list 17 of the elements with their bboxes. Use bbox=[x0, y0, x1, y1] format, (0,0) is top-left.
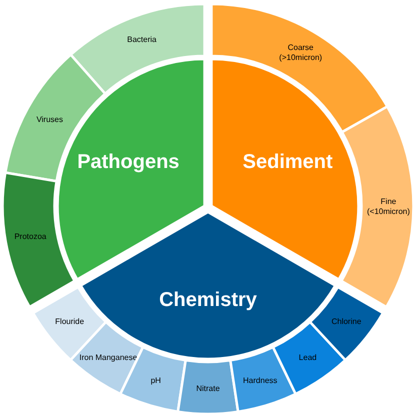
sector-label: Lead bbox=[298, 353, 317, 364]
sector-label: Chlorine bbox=[331, 317, 362, 328]
sector-label: Bacteria bbox=[127, 35, 156, 46]
sector-label: Flouride bbox=[55, 317, 84, 328]
pie-sector bbox=[2, 171, 76, 308]
sector-label: Pathogens bbox=[77, 150, 180, 174]
pie-sector bbox=[340, 105, 415, 308]
sector-label: Sediment bbox=[242, 150, 333, 174]
sector-label: Iron Manganese bbox=[79, 353, 138, 364]
pie-sector bbox=[229, 346, 297, 413]
sector-label: Hardness bbox=[243, 376, 278, 386]
sector-label: Fine (<10micron) bbox=[366, 196, 411, 217]
sector-label: Viruses bbox=[36, 115, 63, 126]
sector-label: Protozoa bbox=[14, 232, 46, 242]
sector-label: Chemistry bbox=[159, 288, 257, 312]
sector-label: Coarse (>10micron) bbox=[278, 43, 324, 64]
sector-label: pH bbox=[150, 376, 161, 386]
